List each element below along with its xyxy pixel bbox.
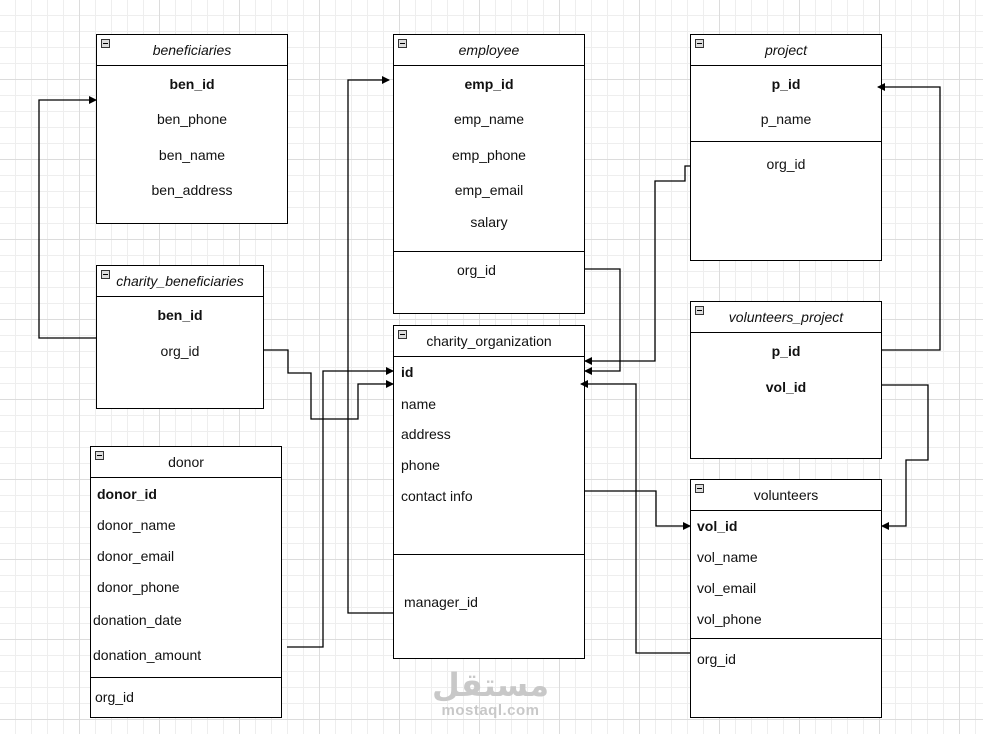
field-ben-name[interactable]: ben_name xyxy=(158,147,226,163)
table-title: beneficiaries xyxy=(152,42,232,58)
table-title: charity_organization xyxy=(426,333,552,349)
section-divider xyxy=(691,141,881,142)
field-org-id[interactable]: org_id xyxy=(95,689,134,705)
table-title: volunteers_project xyxy=(728,309,844,325)
field-ben-id[interactable]: ben_id xyxy=(169,76,215,92)
table-header: charity_organization xyxy=(394,326,584,357)
field-manager-id[interactable]: manager_id xyxy=(404,594,478,610)
table-beneficiaries[interactable]: beneficiaries ben_id ben_phone ben_name … xyxy=(96,34,288,224)
field-donor-phone[interactable]: donor_phone xyxy=(97,579,180,595)
field-donation-date[interactable]: donation_date xyxy=(93,612,182,628)
link-charity-beneficiaries-to-organization xyxy=(264,349,394,420)
field-donor-id[interactable]: donor_id xyxy=(97,486,157,502)
watermark-latin: mostaql.com xyxy=(441,702,540,719)
table-header: volunteers_project xyxy=(691,302,881,333)
field-id[interactable]: id xyxy=(401,364,414,380)
table-title: employee xyxy=(458,42,520,58)
collapse-icon[interactable] xyxy=(101,270,110,279)
field-ben-id[interactable]: ben_id xyxy=(157,307,203,323)
table-volunteers[interactable]: volunteers vol_id vol_name vol_email vol… xyxy=(690,479,882,718)
link-charity-beneficiaries-to-beneficiaries xyxy=(38,96,97,339)
field-org-id[interactable]: org_id xyxy=(766,156,806,172)
section-divider xyxy=(691,638,881,639)
field-emp-name[interactable]: emp_name xyxy=(453,111,525,127)
field-vol-phone[interactable]: vol_phone xyxy=(697,611,762,627)
table-project[interactable]: project p_id p_name org_id xyxy=(690,34,882,261)
link-volunteers-project-to-volunteers xyxy=(881,384,929,530)
field-ben-phone[interactable]: ben_phone xyxy=(156,111,228,127)
table-charity-beneficiaries[interactable]: charity_beneficiaries ben_id org_id xyxy=(96,265,264,409)
field-p-id[interactable]: p_id xyxy=(771,76,801,92)
table-header: charity_beneficiaries xyxy=(97,266,263,297)
table-header: beneficiaries xyxy=(97,35,287,66)
field-org-id[interactable]: org_id xyxy=(160,343,200,359)
table-header: volunteers xyxy=(691,480,881,511)
field-emp-email[interactable]: emp_email xyxy=(454,182,524,198)
collapse-icon[interactable] xyxy=(695,484,704,493)
field-emp-id[interactable]: emp_id xyxy=(464,76,514,92)
table-donor[interactable]: donor donor_id donor_name donor_email do… xyxy=(90,446,282,718)
link-donor-to-organization xyxy=(287,367,394,648)
field-salary[interactable]: salary xyxy=(470,214,508,230)
link-manager-to-employee xyxy=(347,76,393,614)
table-volunteers-project[interactable]: volunteers_project p_id vol_id xyxy=(690,301,882,459)
field-org-id[interactable]: org_id xyxy=(697,651,736,667)
table-charity-organization[interactable]: charity_organization id name address pho… xyxy=(393,325,585,659)
table-header: employee xyxy=(394,35,584,66)
field-vol-email[interactable]: vol_email xyxy=(697,580,757,596)
field-donation-amount[interactable]: donation_amount xyxy=(93,647,202,663)
collapse-icon[interactable] xyxy=(95,451,104,460)
field-org-id[interactable]: org_id xyxy=(457,262,496,278)
field-ben-address[interactable]: ben_address xyxy=(151,182,233,198)
collapse-icon[interactable] xyxy=(398,39,407,48)
collapse-icon[interactable] xyxy=(695,39,704,48)
watermark-arabic: مستقل xyxy=(432,666,550,704)
field-vol-name[interactable]: vol_name xyxy=(697,549,758,565)
table-title: donor xyxy=(168,454,204,470)
link-volunteers-to-organization xyxy=(580,380,690,654)
link-project-to-organization xyxy=(584,165,690,365)
table-employee[interactable]: employee emp_id emp_name emp_phone emp_e… xyxy=(393,34,585,314)
field-phone[interactable]: phone xyxy=(401,457,440,473)
field-donor-email[interactable]: donor_email xyxy=(97,548,175,564)
field-emp-phone[interactable]: emp_phone xyxy=(452,147,526,163)
field-contact-info[interactable]: contact info xyxy=(401,488,473,504)
field-p-id[interactable]: p_id xyxy=(771,343,801,359)
section-divider xyxy=(394,554,584,555)
link-organization-to-volunteers xyxy=(585,490,691,530)
section-divider xyxy=(91,677,281,678)
section-divider xyxy=(394,251,584,252)
watermark-logo: مستقل mostaql.com xyxy=(432,668,549,719)
field-vol-id[interactable]: vol_id xyxy=(765,379,807,395)
table-title: project xyxy=(764,42,808,58)
link-employee-to-organization xyxy=(584,268,621,375)
link-volunteers-project-to-project xyxy=(877,83,941,351)
table-title: volunteers xyxy=(753,487,819,503)
field-vol-id[interactable]: vol_id xyxy=(697,518,738,534)
collapse-icon[interactable] xyxy=(398,330,407,339)
collapse-icon[interactable] xyxy=(101,39,110,48)
field-p-name[interactable]: p_name xyxy=(760,111,812,127)
field-address[interactable]: address xyxy=(401,426,451,442)
table-header: donor xyxy=(91,447,281,478)
field-name[interactable]: name xyxy=(401,396,437,412)
field-donor-name[interactable]: donor_name xyxy=(97,517,176,533)
collapse-icon[interactable] xyxy=(695,306,704,315)
table-header: project xyxy=(691,35,881,66)
table-title: charity_beneficiaries xyxy=(116,273,244,289)
